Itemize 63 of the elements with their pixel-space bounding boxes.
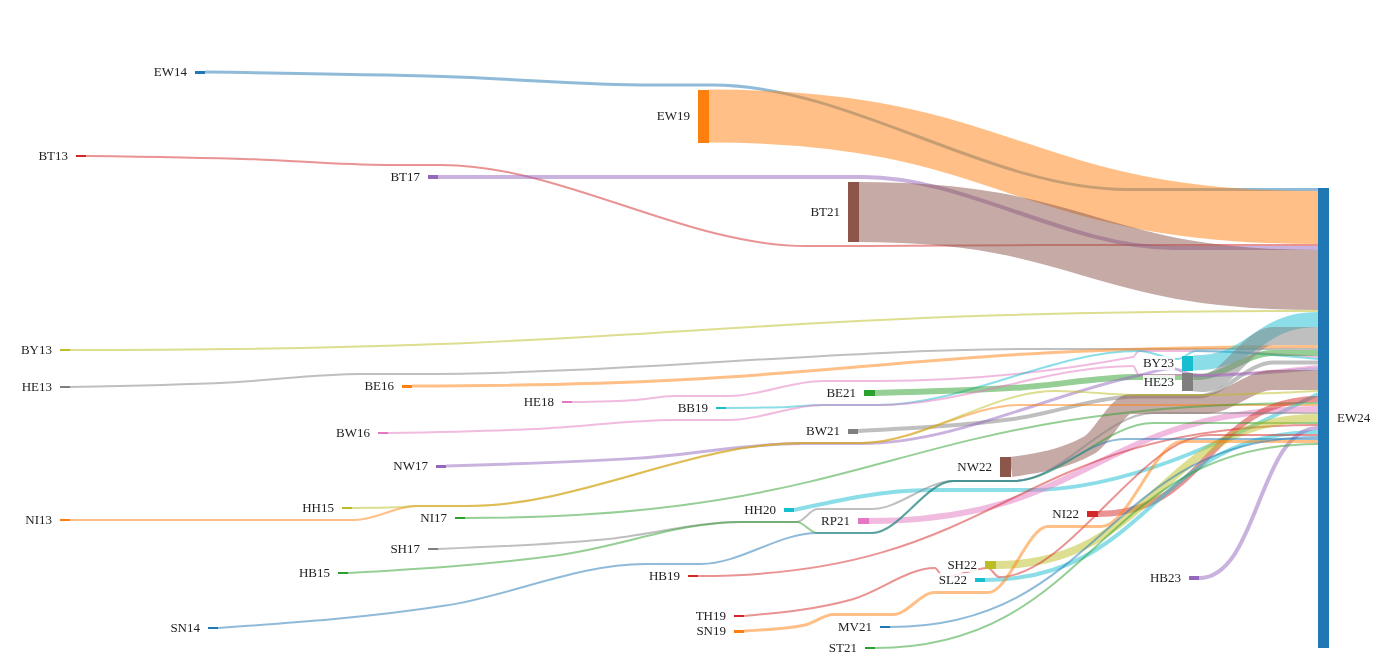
node-label: HB23	[1148, 571, 1182, 585]
node-label: HH15	[301, 501, 335, 515]
node-label: BW16	[335, 426, 371, 440]
flow-band	[868, 406, 1319, 524]
flow-band	[708, 89, 1319, 244]
node-label: HE23	[1142, 375, 1175, 389]
node-label: NI17	[419, 511, 448, 525]
node-label: BY23	[1141, 356, 1175, 370]
node-label: HE18	[522, 395, 555, 409]
flow-band	[217, 438, 1319, 629]
node-label: SN14	[169, 621, 201, 635]
flow-band	[69, 310, 1319, 351]
node-label: SL22	[937, 573, 968, 587]
flow-band	[347, 422, 1319, 574]
node-label: NW17	[392, 459, 429, 473]
flow-band	[437, 412, 1319, 550]
node-label: HE13	[20, 380, 53, 394]
node-label: HB15	[297, 566, 331, 580]
node-label: EW19	[655, 109, 691, 123]
flow-band	[69, 348, 1319, 388]
node-label: BB19	[676, 401, 709, 415]
node-label: BT13	[37, 149, 69, 163]
flow-band	[697, 424, 1319, 577]
node-label: BT21	[809, 205, 841, 219]
node-label: ST21	[827, 641, 858, 655]
node-label: SH22	[946, 558, 978, 572]
node-label: RP21	[820, 514, 851, 528]
flow-band	[571, 350, 1319, 403]
flow-band	[725, 350, 1319, 409]
flow-band	[85, 155, 1319, 247]
flow-band	[387, 365, 1319, 434]
flow-band	[464, 402, 1319, 519]
node-label: SN19	[695, 624, 727, 638]
flow-band	[412, 345, 1318, 388]
flow-band	[874, 443, 1319, 649]
flow-band	[438, 175, 1318, 250]
flow-band	[793, 392, 1319, 512]
node-label: BY13	[19, 343, 53, 357]
node-label: NI22	[1051, 507, 1080, 521]
node-label: HH20	[743, 503, 777, 517]
node-label: EW14	[152, 65, 188, 79]
node-label: BT17	[389, 170, 421, 184]
node-label: NI13	[24, 513, 53, 527]
node-label: BW21	[805, 424, 841, 438]
node-label: BE21	[825, 386, 857, 400]
flow-band	[984, 430, 1319, 582]
node-label: HB19	[647, 569, 681, 583]
node-label: TH19	[694, 609, 727, 623]
node-label: MV21	[837, 620, 873, 634]
node-label: EW24	[1336, 411, 1372, 425]
flow-band	[889, 436, 1319, 628]
flow-band	[69, 404, 1319, 521]
flow-band	[1097, 396, 1319, 517]
node-label: NW22	[956, 460, 993, 474]
flow-band	[1198, 426, 1319, 580]
flow-band	[351, 390, 1319, 509]
flow-band	[1009, 370, 1318, 477]
flow-band	[204, 70, 1318, 191]
flow-band	[445, 367, 1319, 468]
node-label: BE16	[363, 379, 395, 393]
flow-band	[995, 414, 1319, 569]
node-label: SH17	[389, 542, 421, 556]
flow-band	[857, 360, 1318, 433]
